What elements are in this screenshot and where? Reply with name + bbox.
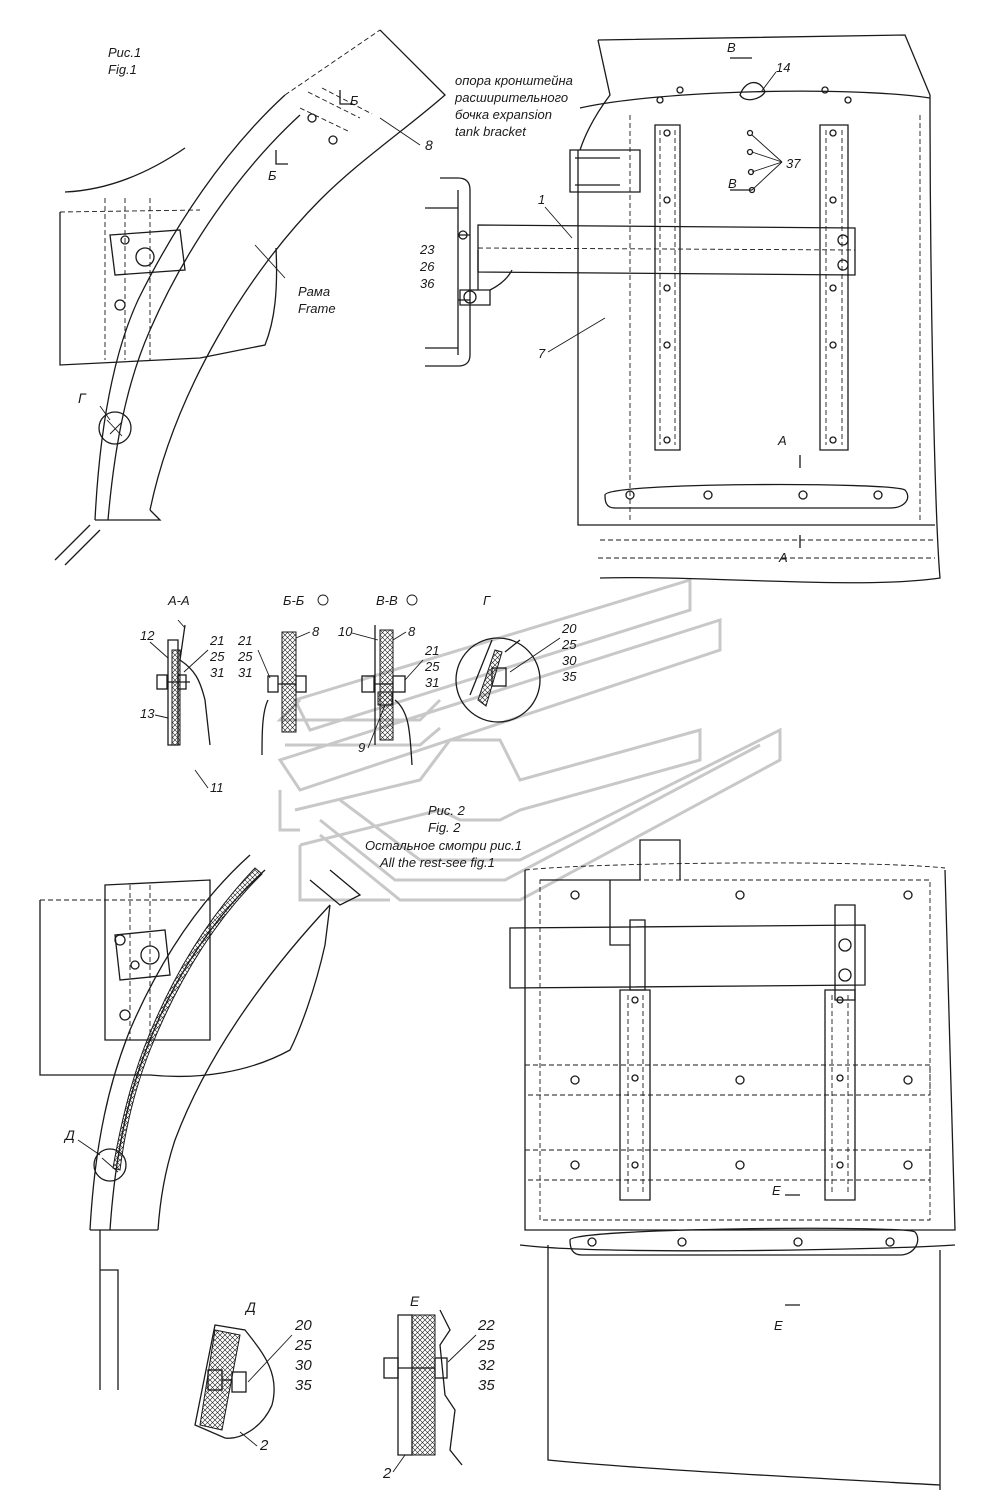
callout-1: 1 bbox=[538, 192, 545, 207]
fig1-label-en: Fig.1 bbox=[108, 62, 137, 77]
section-mark-v-lower: В bbox=[728, 176, 737, 191]
g-label-30: 30 bbox=[562, 653, 577, 668]
fig2-notes: Рис. 2 Fig. 2 Остальное смотри рис.1 All… bbox=[365, 803, 522, 870]
bb-label-8: 8 bbox=[312, 624, 320, 639]
section-mark-g-fig1: Г bbox=[78, 390, 87, 406]
vv-label-9: 9 bbox=[358, 740, 365, 755]
d-label-25: 25 bbox=[294, 1337, 312, 1354]
bracket-note-line-3: бочка expansion bbox=[455, 107, 552, 122]
e-label-25: 25 bbox=[477, 1337, 495, 1354]
vv-label-25: 25 bbox=[424, 659, 440, 674]
fig1-tank-view: В В 14 37 1 7 23 26 36 опора кронштейна … bbox=[419, 34, 941, 584]
section-mark-a-top: А bbox=[777, 433, 787, 448]
fig2-tank-view: Е Е bbox=[509, 839, 956, 1490]
section-aa-title: А-А bbox=[167, 593, 190, 608]
fig2-frame-view: Д bbox=[39, 854, 362, 1390]
callout-7: 7 bbox=[538, 346, 546, 361]
fig2-label-en: Fig. 2 bbox=[428, 820, 461, 835]
bracket-note-line-4: tank bracket bbox=[455, 124, 527, 139]
detail-e-title: Е bbox=[410, 1293, 420, 1309]
fig1-label-ru: Рис.1 bbox=[108, 45, 141, 60]
section-bb-title: Б-Б bbox=[283, 593, 305, 608]
aa-label-11: 11 bbox=[210, 780, 224, 795]
g-label-35: 35 bbox=[562, 669, 577, 684]
detail-d: Д 20 25 30 35 2 bbox=[194, 1299, 312, 1454]
bracket-note-line-1: опора кронштейна bbox=[455, 73, 573, 88]
callout-36: 36 bbox=[420, 276, 435, 291]
aa-label-31: 31 bbox=[210, 665, 224, 680]
bracket-note-line-2: расширительного bbox=[454, 90, 568, 105]
e-label-2: 2 bbox=[382, 1465, 392, 1482]
frame-label-ru: Рама bbox=[298, 284, 330, 299]
section-g-title: Г bbox=[483, 593, 491, 608]
d-label-20: 20 bbox=[294, 1317, 312, 1334]
section-details: А-А Б-Б В-В Г 12 21 25 31 13 11 21 25 31… bbox=[140, 593, 577, 795]
detail-d-title: Д bbox=[244, 1299, 256, 1315]
vv-label-31: 31 bbox=[425, 675, 439, 690]
section-mark-e-bottom: Е bbox=[774, 1318, 783, 1333]
detail-e: Е 22 25 32 35 2 bbox=[382, 1293, 495, 1482]
fig2-note-en: All the rest-see fig.1 bbox=[379, 855, 495, 870]
section-mark-v-top: В bbox=[727, 40, 736, 55]
vv-label-21: 21 bbox=[424, 643, 439, 658]
callout-26: 26 bbox=[419, 259, 435, 274]
section-mark-d-fig2: Д bbox=[63, 1127, 75, 1143]
bb-label-21: 21 bbox=[237, 633, 252, 648]
fig2-label-ru: Рис. 2 bbox=[428, 803, 466, 818]
watermark-logo bbox=[276, 577, 782, 902]
section-mark-b-top: Б bbox=[350, 93, 359, 108]
fig1-frame-view: Рис.1 Fig.1 Б Б 8 Рама Frame Г bbox=[54, 29, 446, 566]
aa-label-25: 25 bbox=[209, 649, 225, 664]
g-label-25: 25 bbox=[561, 637, 577, 652]
e-label-32: 32 bbox=[478, 1357, 495, 1374]
frame-label-en: Frame bbox=[298, 301, 336, 316]
section-mark-a-bottom: А bbox=[778, 550, 788, 565]
e-label-22: 22 bbox=[477, 1317, 495, 1334]
vv-label-8: 8 bbox=[408, 624, 416, 639]
section-mark-e-top: Е bbox=[772, 1183, 781, 1198]
callout-8-fig1: 8 bbox=[425, 137, 433, 153]
e-label-35: 35 bbox=[478, 1377, 495, 1394]
aa-label-12: 12 bbox=[140, 628, 155, 643]
callout-37: 37 bbox=[786, 156, 801, 171]
section-mark-b-lower: Б bbox=[268, 168, 277, 183]
d-label-35: 35 bbox=[295, 1377, 312, 1394]
fig2-note-ru: Остальное смотри рис.1 bbox=[365, 838, 522, 853]
aa-label-21: 21 bbox=[209, 633, 224, 648]
aa-label-13: 13 bbox=[140, 706, 155, 721]
g-label-20: 20 bbox=[561, 621, 577, 636]
vv-label-10: 10 bbox=[338, 624, 353, 639]
d-label-2: 2 bbox=[259, 1437, 269, 1454]
bb-label-25: 25 bbox=[237, 649, 253, 664]
section-vv-title: В-В bbox=[376, 593, 398, 608]
d-label-30: 30 bbox=[295, 1357, 312, 1374]
callout-14: 14 bbox=[776, 60, 790, 75]
callout-23: 23 bbox=[419, 242, 435, 257]
bb-label-31: 31 bbox=[238, 665, 252, 680]
